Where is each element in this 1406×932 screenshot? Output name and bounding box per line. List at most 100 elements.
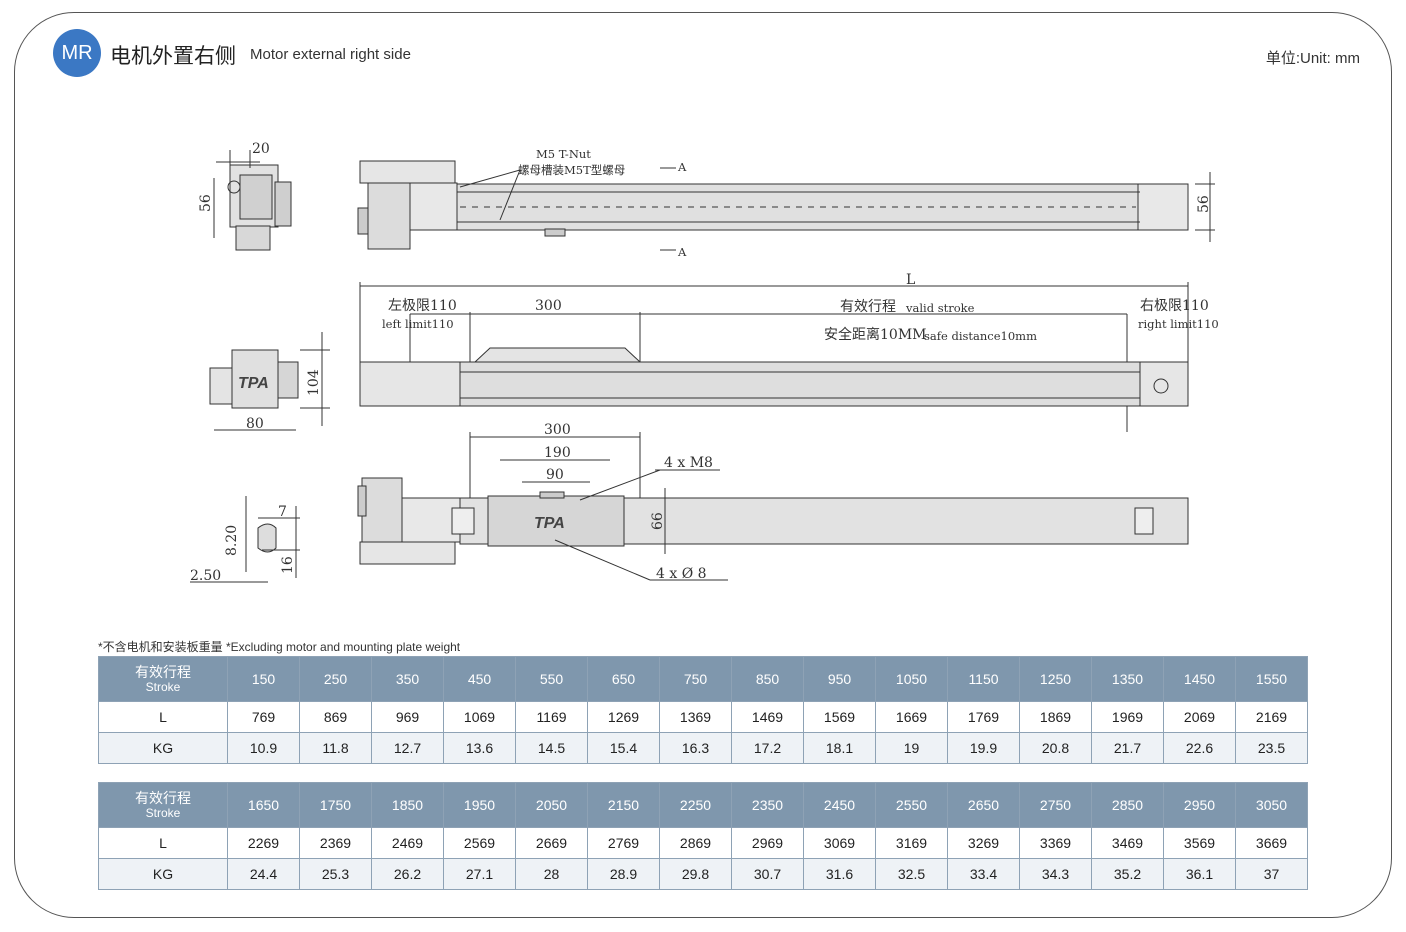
page-frame (14, 12, 1392, 918)
section-a-top: A (677, 160, 687, 174)
cell-kg: 21.7 (1091, 732, 1164, 764)
cell-kg: 27.1 (443, 858, 516, 890)
side-view-end (213, 150, 292, 251)
title-english: Motor external right side (250, 46, 411, 63)
cell-l: 3669 (1235, 827, 1308, 859)
cell-kg: 36.1 (1163, 858, 1236, 890)
right-limit-en: right limit110 (1138, 317, 1219, 331)
cell-stroke: 850 (731, 656, 804, 702)
cell-l: 2869 (659, 827, 732, 859)
cell-kg: 33.4 (947, 858, 1020, 890)
cell-l: 3169 (875, 827, 948, 859)
dim-190: 190 (544, 445, 571, 461)
cell-stroke: 1450 (1163, 656, 1236, 702)
cell-kg: 13.6 (443, 732, 516, 764)
dimension-texts: 20 56 M5 T-Nut 螺母槽装M5T型螺母 A A 56 L 左极限11… (190, 141, 1219, 584)
mr-badge: MR (53, 29, 101, 77)
dim-66: 66 (650, 512, 666, 530)
cell-stroke: 1850 (371, 782, 444, 828)
cell-kg: 12.7 (371, 732, 444, 764)
cell-l: 3069 (803, 827, 876, 859)
cell-stroke: 350 (371, 656, 444, 702)
cell-l: 2569 (443, 827, 516, 859)
cell-stroke: 750 (659, 656, 732, 702)
stroke-header: 有效行程 Stroke (98, 782, 228, 828)
tpa-logo-front: TPA (238, 375, 269, 392)
top-view-rail (357, 160, 1215, 251)
cell-l: 1669 (875, 701, 948, 733)
cell-l: 2669 (515, 827, 588, 859)
slot-7: 7 (278, 504, 287, 520)
cell-l: 1469 (731, 701, 804, 733)
cell-l: 2069 (1163, 701, 1236, 733)
dim-300: 300 (544, 422, 571, 438)
cell-stroke: 2550 (875, 782, 948, 828)
cell-kg: 29.8 (659, 858, 732, 890)
slot-16: 16 (280, 556, 296, 574)
cell-kg: 18.1 (803, 732, 876, 764)
cell-stroke: 550 (515, 656, 588, 702)
cell-kg: 19.9 (947, 732, 1020, 764)
section-a-bottom: A (677, 245, 687, 259)
cell-kg: 11.8 (299, 732, 372, 764)
cell-l: 2369 (299, 827, 372, 859)
cell-kg: 20.8 (1019, 732, 1092, 764)
cell-kg: 34.3 (1019, 858, 1092, 890)
cell-kg: 16.3 (659, 732, 732, 764)
cell-l: 2269 (227, 827, 300, 859)
cell-kg: 30.7 (731, 858, 804, 890)
cell-kg: 28.9 (587, 858, 660, 890)
cell-l: 869 (299, 701, 372, 733)
tnut-en: M5 T-Nut (536, 147, 591, 161)
cell-kg: 23.5 (1235, 732, 1308, 764)
l-header: L (98, 701, 228, 733)
cell-stroke: 650 (587, 656, 660, 702)
cell-stroke: 2050 (515, 782, 588, 828)
cell-kg: 37 (1235, 858, 1308, 890)
cell-kg: 31.6 (803, 858, 876, 890)
cell-l: 1069 (443, 701, 516, 733)
technical-drawing: 20 56 M5 T-Nut 螺母槽装M5T型螺母 A A 56 L 左极限11… (190, 141, 1219, 584)
valid-stroke-en: valid stroke (905, 301, 975, 315)
cell-kg: 10.9 (227, 732, 300, 764)
safe-distance-en: safe distance10mm (924, 329, 1037, 343)
valid-stroke-cn: 有效行程 (840, 299, 896, 315)
cell-stroke: 450 (443, 656, 516, 702)
dim-carriage-300: 300 (535, 298, 562, 314)
cell-l: 1769 (947, 701, 1020, 733)
cell-l: 2469 (371, 827, 444, 859)
cell-stroke: 150 (227, 656, 300, 702)
holes-m8: 4 x M8 (664, 455, 713, 471)
front-view-rail (209, 282, 1189, 432)
cell-stroke: 2450 (803, 782, 876, 828)
cell-kg: 28 (515, 858, 588, 890)
cell-l: 1169 (515, 701, 588, 733)
cell-l: 1869 (1019, 701, 1092, 733)
cell-stroke: 2650 (947, 782, 1020, 828)
left-limit-cn: 左极限110 (388, 298, 457, 314)
unit-label: 单位:Unit: mm (1265, 50, 1360, 67)
cell-stroke: 2150 (587, 782, 660, 828)
cell-stroke: 1150 (947, 656, 1020, 702)
cell-stroke: 3050 (1235, 782, 1308, 828)
weight-note: *不含电机和安装板重量 *Excluding motor and mountin… (98, 640, 461, 654)
dim-end-width: 80 (246, 416, 264, 432)
cell-kg: 35.2 (1091, 858, 1164, 890)
cell-stroke: 250 (299, 656, 372, 702)
cell-l: 3269 (947, 827, 1020, 859)
cell-l: 1369 (659, 701, 732, 733)
cell-stroke: 1750 (299, 782, 372, 828)
cell-l: 3369 (1019, 827, 1092, 859)
title-chinese: 电机外置右侧 (110, 44, 236, 68)
cell-kg: 22.6 (1163, 732, 1236, 764)
tpa-logo-bottom: TPA (534, 515, 565, 532)
cell-l: 2769 (587, 827, 660, 859)
dim-top-height: 56 (1196, 195, 1212, 213)
cell-stroke: 2950 (1163, 782, 1236, 828)
